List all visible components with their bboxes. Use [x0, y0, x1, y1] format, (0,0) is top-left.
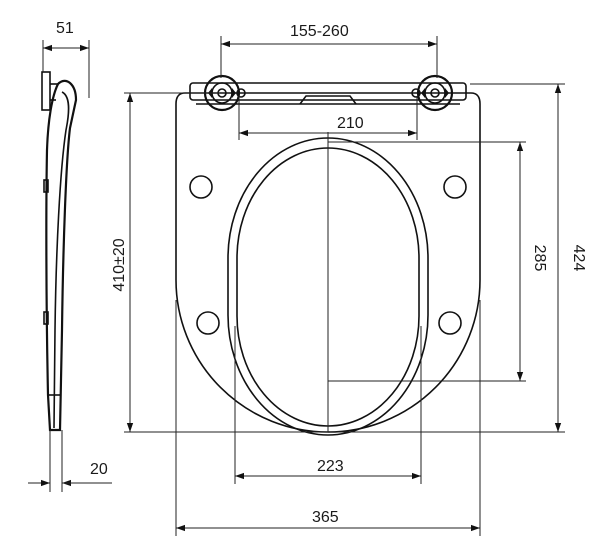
- top-view: [175, 74, 481, 436]
- dim-label-opening-length: 285: [531, 245, 548, 272]
- bumper-top-right: [443, 175, 467, 199]
- bumper-bottom-left: [196, 311, 220, 335]
- dim-label-opening-width: 223: [317, 458, 344, 475]
- dim-label-side-width: 51: [56, 20, 74, 37]
- bumper-top-left: [189, 175, 213, 199]
- dim-hinge-spacing: 210: [238, 96, 418, 140]
- dim-label-side-thickness: 20: [90, 461, 108, 478]
- hinge-right: [411, 74, 454, 112]
- side-seat-profile: [45, 79, 78, 432]
- hinge-bar: [189, 82, 467, 101]
- dim-label-hinge-span: 155-260: [290, 23, 349, 40]
- side-hinge-block: [41, 71, 51, 111]
- dim-label-total-width: 365: [312, 509, 339, 526]
- dim-label-seat-length: 410±20: [111, 238, 128, 291]
- dim-opening-length: 285: [328, 141, 548, 382]
- dim-total-length: 424: [330, 83, 587, 433]
- dim-total-width: 365: [175, 300, 481, 536]
- bumper-bottom-right: [438, 311, 462, 335]
- dim-opening-width: 223: [234, 326, 422, 484]
- dim-seat-length: 410±20: [111, 92, 328, 433]
- dim-label-hinge-spacing: 210: [337, 115, 364, 132]
- dim-label-total-length: 424: [570, 245, 587, 272]
- side-view: 51 20: [28, 20, 112, 492]
- dim-hinge-span: 155-260: [220, 23, 438, 78]
